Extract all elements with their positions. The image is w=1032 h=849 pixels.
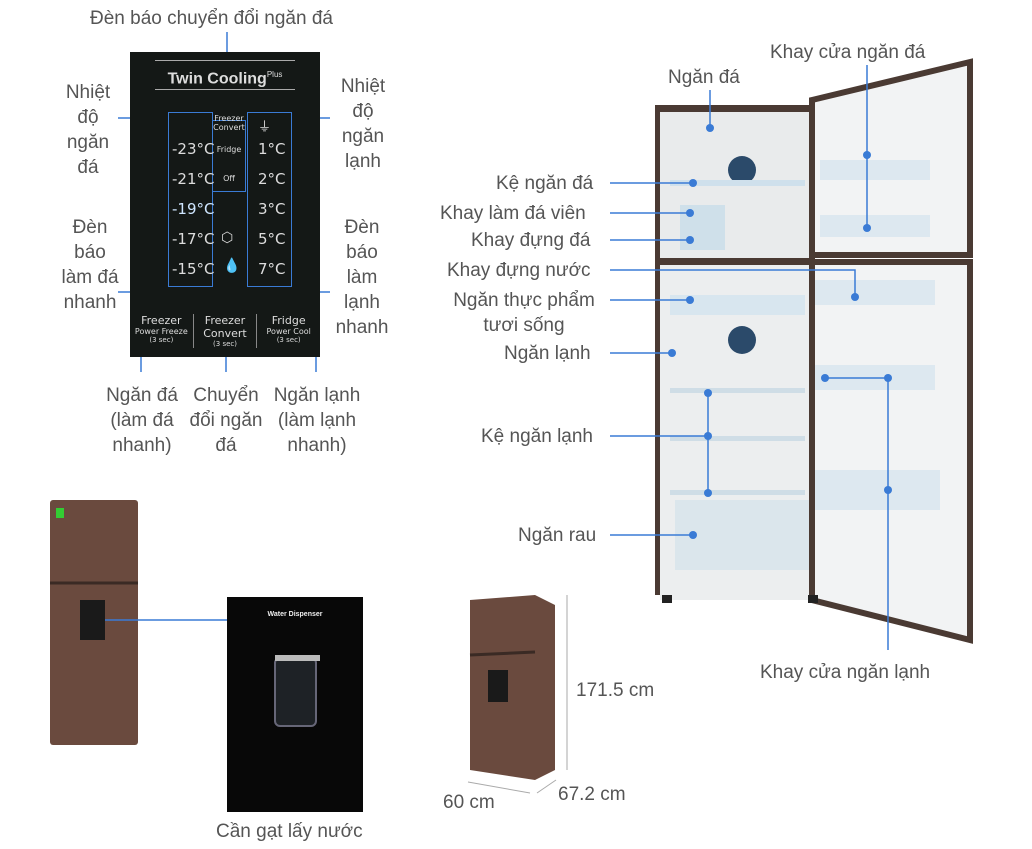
plug-icon: ⏚ <box>258 120 272 135</box>
small-fridge-middle <box>467 595 568 794</box>
small-fridge-left <box>50 500 138 745</box>
convert-box <box>212 120 246 192</box>
ice-maker-label: Khay làm đá viên <box>440 203 586 224</box>
fridge-shelf-label: Kệ ngăn lạnh <box>481 426 593 447</box>
fridge-temp: 2°C <box>258 170 286 188</box>
water-tank-label: Khay đựng nước <box>447 260 591 281</box>
convert-off: Off <box>223 174 235 183</box>
fridge-temp: 3°C <box>258 200 286 218</box>
freezer-temp: -23°C <box>172 140 215 158</box>
fridge-temp-box <box>247 112 292 287</box>
brand-logo: Twin CoolingPlus <box>155 60 295 90</box>
freezer-shelf-label: Kệ ngăn đá <box>496 173 594 194</box>
freezer-temp: -21°C <box>172 170 215 188</box>
fridge-label: Ngăn lạnh <box>504 343 591 364</box>
dispenser-lever <box>274 657 317 727</box>
freezer-door-tray-label: Khay cửa ngăn đá <box>770 42 926 63</box>
ice-light-label: Đèn báo làm đá nhanh <box>61 217 119 313</box>
fridge-button-label: Ngăn lạnh (làm lạnh nhanh) <box>273 385 361 456</box>
freezer-button-label: Ngăn đá (làm đá nhanh) <box>106 385 178 456</box>
water-dispenser-image: Water Dispenser <box>227 597 363 812</box>
convert-title: Freezer Convert <box>213 114 245 132</box>
fridge-temp: 1°C <box>258 140 286 158</box>
freezer-temp-label: Nhiệt độ ngăn đá <box>65 82 111 178</box>
control-panel: Twin CoolingPlus Freezer Convert Fridge … <box>130 52 320 357</box>
fridge-temp-label: Nhiệt độ ngăn lạnh <box>340 76 386 172</box>
convert-light-label: Đèn báo chuyển đổi ngăn đá <box>90 8 333 29</box>
freezer-temp: -17°C <box>172 230 215 248</box>
fridge-door-tray-label: Khay cửa ngăn lạnh <box>760 662 931 683</box>
fresh-zone-label: Ngăn thực phẩm tươi sống <box>453 290 595 336</box>
dispenser-caption: Cần gạt lấy nước <box>216 821 363 842</box>
depth-dimension: 67.2 cm <box>558 784 626 805</box>
fridge-temp: 7°C <box>258 260 286 278</box>
dispenser-bar <box>275 655 320 661</box>
ice-tray-label: Khay đựng đá <box>471 230 591 251</box>
convert-button-label: Chuyển đổi ngăn đá <box>189 385 263 456</box>
fridge-temp: 5°C <box>258 230 286 248</box>
height-dimension: 171.5 cm <box>576 680 655 701</box>
water-drop-icon: 💧 <box>223 258 241 274</box>
width-dimension: 60 cm <box>443 792 495 813</box>
freezer-temp-box <box>168 112 213 287</box>
cool-light-label: Đèn báo làm lạnh nhanh <box>335 217 389 338</box>
freezer-label: Ngăn đá <box>668 67 740 88</box>
freezer-temp: -15°C <box>172 260 215 278</box>
freezer-temp-selected: -19°C <box>172 200 215 218</box>
dispenser-title: Water Dispenser <box>267 611 323 618</box>
crisper-label: Ngăn rau <box>518 525 597 546</box>
main-fridge-image <box>655 58 973 644</box>
convert-fridge: Fridge <box>216 145 242 154</box>
ice-indicator-icon: ⬡ <box>221 230 234 246</box>
